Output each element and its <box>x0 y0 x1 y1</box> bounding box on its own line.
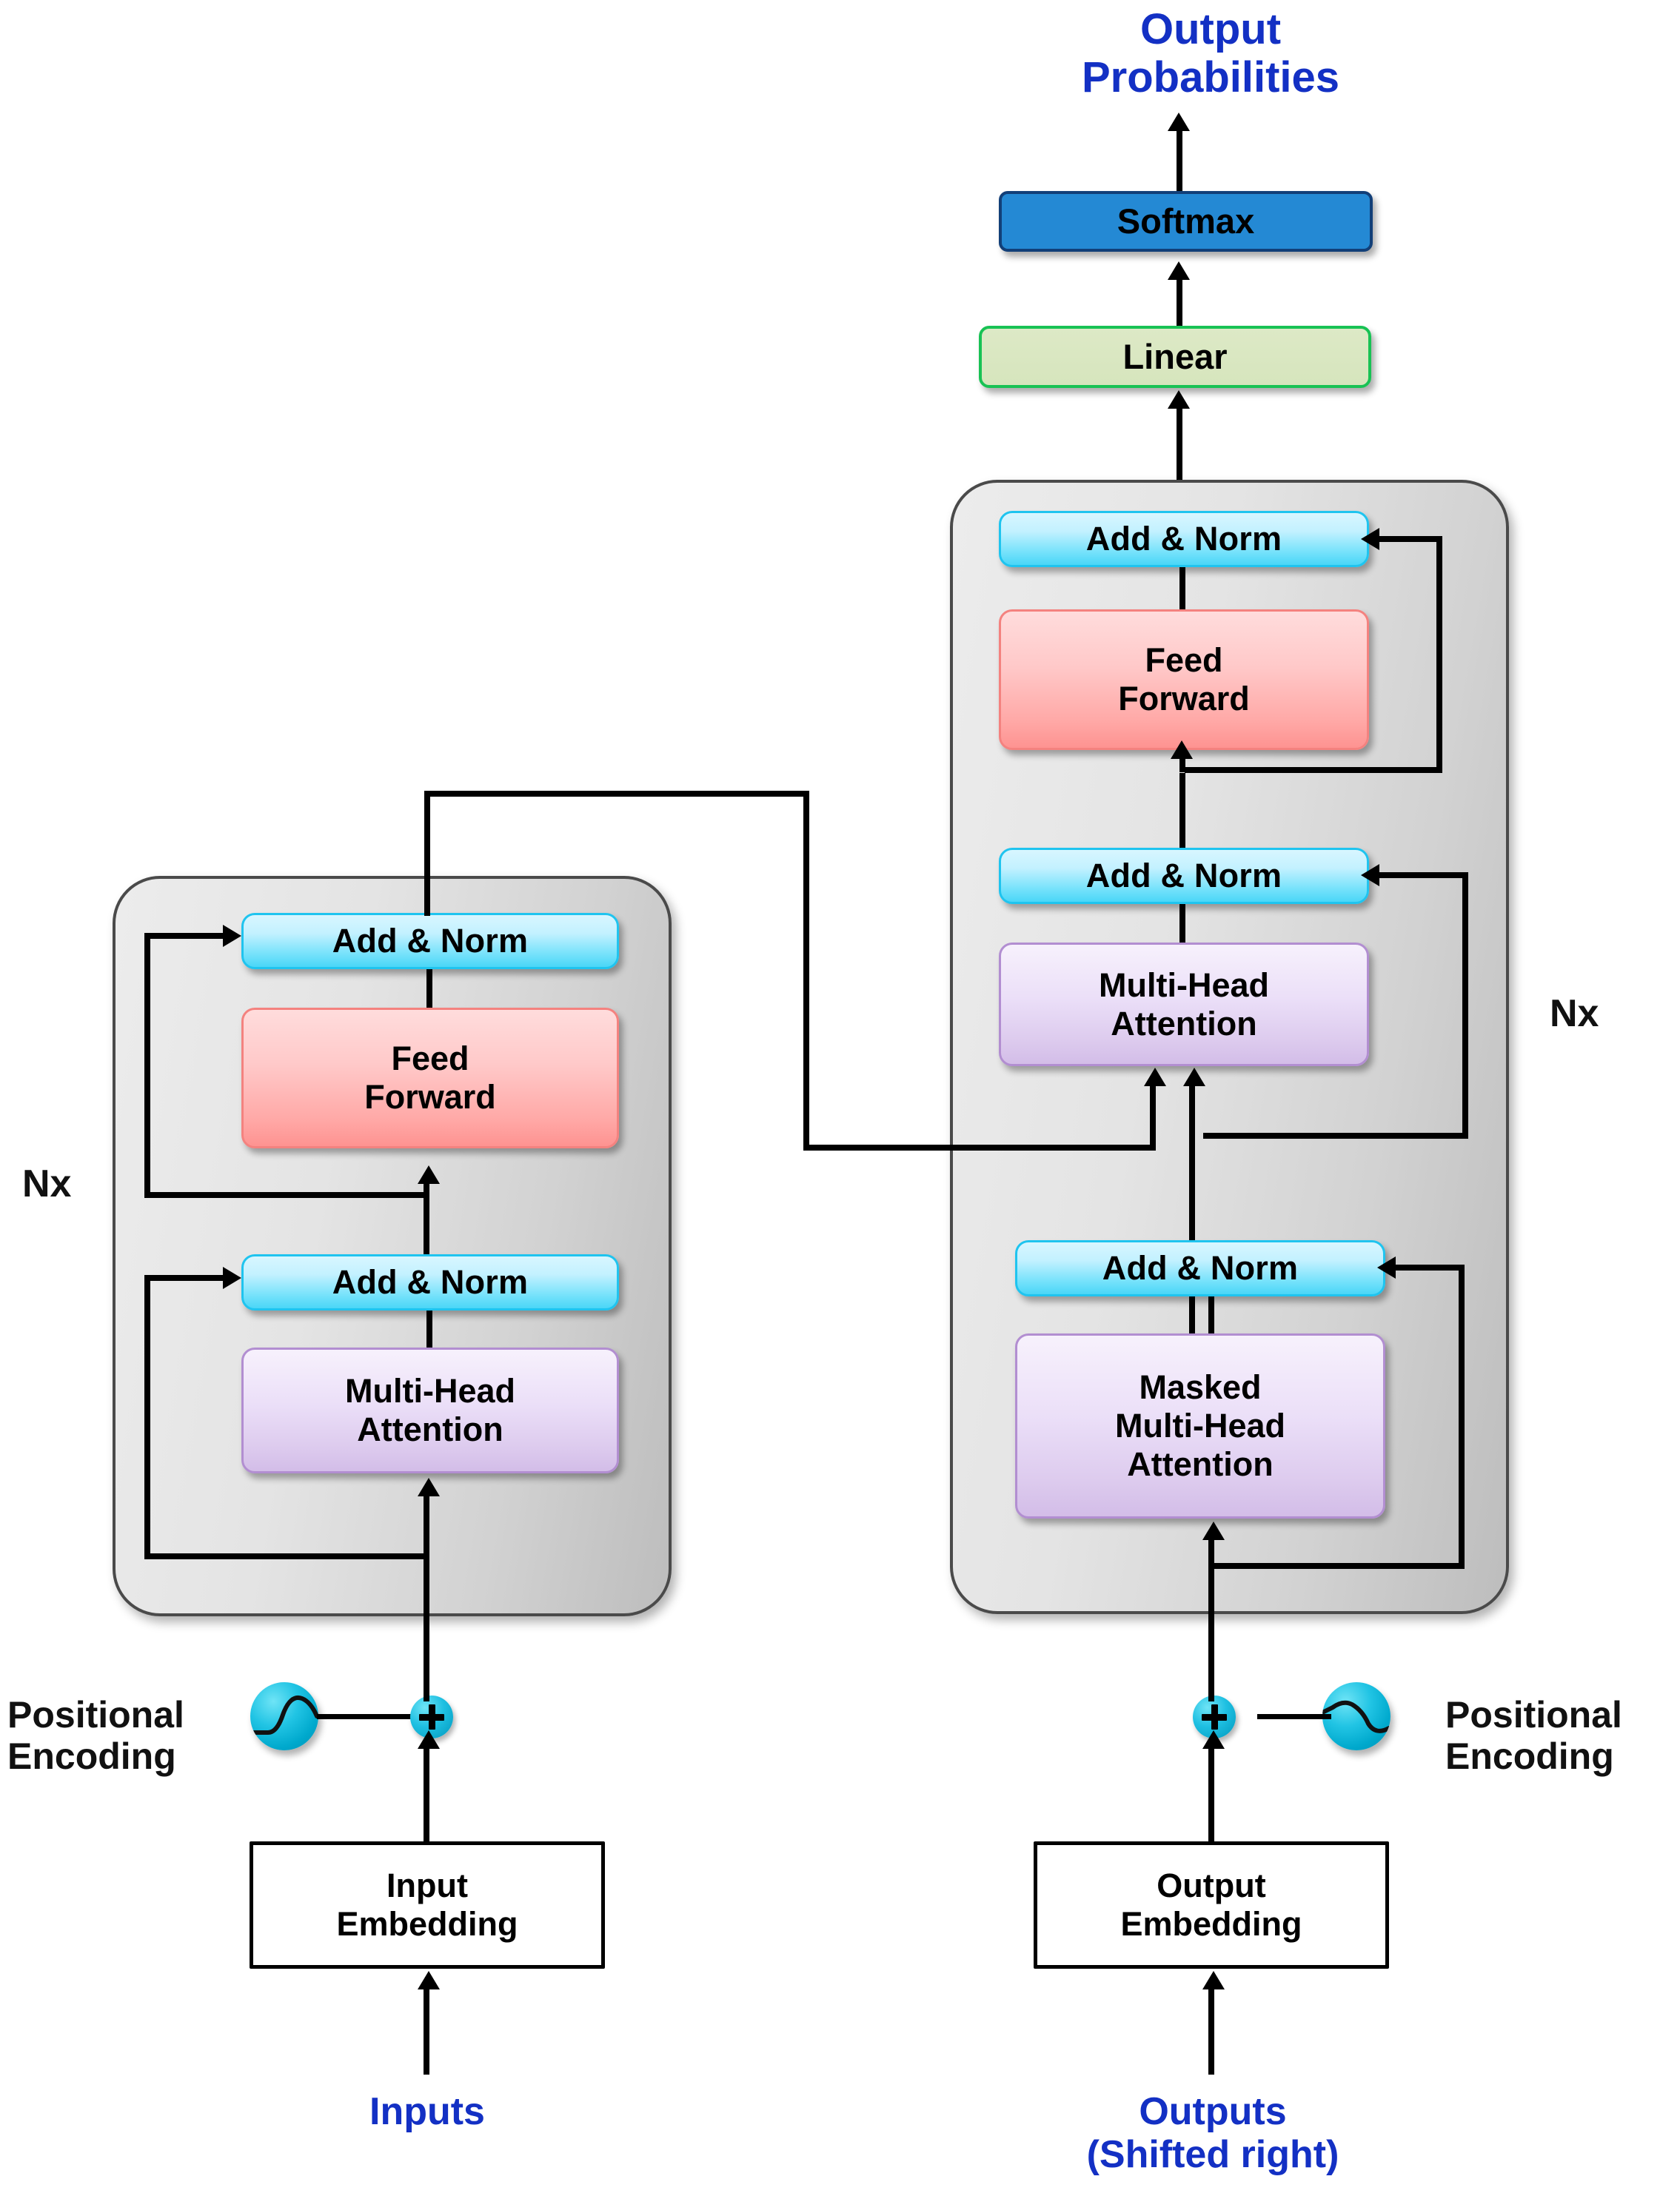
encoder-add-norm-1[interactable]: Add & Norm <box>241 1254 619 1311</box>
encoder-multi-head-attention[interactable]: Multi-Head Attention <box>241 1348 619 1473</box>
encoder-residual-2-horizontal-bottom <box>144 1192 426 1198</box>
encoder-residual-2-vertical <box>144 936 150 1197</box>
encoder-output-to-cross-attention <box>803 1145 1156 1151</box>
decoder-multi-head-attention[interactable]: Multi-Head Attention <box>999 943 1369 1066</box>
connector-input-embedding-to-adder <box>424 1745 429 1841</box>
outputs-label: Outputs (Shifted right) <box>1086 2090 1339 2177</box>
encoder-residual-2-horizontal-top <box>144 933 226 939</box>
connector-masked-mha-to-addnorm1 <box>1208 1296 1214 1333</box>
connector-linear-to-softmax <box>1177 276 1182 332</box>
decoder-residual-3-horizontal-top <box>1379 536 1442 542</box>
encoder-output-drop <box>803 791 809 1150</box>
encoder-output-riser <box>424 794 430 916</box>
arrowhead-up-linear <box>1168 390 1190 409</box>
inputs-label: Inputs <box>369 2090 485 2133</box>
encoder-feed-forward[interactable]: Feed Forward <box>241 1008 619 1148</box>
arrowhead-up-output <box>1168 113 1190 131</box>
arrowhead-right-encoder-addnorm-2 <box>223 925 241 947</box>
output-embedding-block[interactable]: Output Embedding <box>1034 1841 1389 1969</box>
decoder-residual-2-horizontal-top <box>1379 872 1468 878</box>
decoder-residual-2-horizontal-bottom <box>1203 1133 1468 1139</box>
connector-decoder-to-linear <box>1177 404 1182 481</box>
connector-embedding-to-encoder-mha <box>424 1493 429 1707</box>
encoder-stack-container <box>113 876 672 1616</box>
decoder-add-norm-3[interactable]: Add & Norm <box>999 511 1369 567</box>
cross-attn-encoder-input-vertical <box>1150 1082 1156 1149</box>
encoder-output-top-horizontal <box>424 791 809 797</box>
decoder-feed-forward[interactable]: Feed Forward <box>999 609 1369 750</box>
encoder-add-norm-2[interactable]: Add & Norm <box>241 913 619 969</box>
arrowhead-left-decoder-addnorm-3 <box>1361 528 1379 550</box>
connector-encoder-pe-to-adder <box>317 1714 415 1719</box>
arrowhead-up-decoder-ff <box>1171 740 1193 759</box>
encoder-positional-encoding-label: Positional Encoding <box>7 1694 184 1777</box>
decoder-positional-encoding-label: Positional Encoding <box>1445 1694 1622 1777</box>
output-probabilities-label: Output Probabilities <box>1081 5 1340 101</box>
arrowhead-up-masked-mha <box>1202 1522 1225 1540</box>
connector-embedding-to-masked-mha <box>1208 1537 1214 1719</box>
sine-wave-sphere-icon-decoder <box>1322 1682 1390 1750</box>
connector-decoder-adder-up <box>1208 1636 1214 1701</box>
arrowhead-left-decoder-addnorm-1 <box>1377 1256 1396 1279</box>
decoder-add-norm-1[interactable]: Add & Norm <box>1015 1240 1385 1296</box>
connector-decoder-mha-to-addnorm2 <box>1179 904 1185 943</box>
connector-decoder-pe-to-adder <box>1257 1714 1331 1719</box>
encoder-residual-1-horizontal-bottom <box>144 1553 426 1559</box>
connector-decoder-addnorm2-to-ff <box>1179 773 1185 854</box>
encoder-residual-1-horizontal-top <box>144 1275 226 1281</box>
arrowhead-left-decoder-addnorm-2 <box>1361 864 1379 886</box>
arrowhead-right-encoder-addnorm-1 <box>223 1267 241 1289</box>
connector-encoder-mha-to-addnorm1 <box>426 1311 432 1348</box>
linear-block[interactable]: Linear <box>979 326 1371 388</box>
encoder-plus-circle-icon <box>410 1696 453 1738</box>
encoder-residual-1-vertical <box>144 1278 150 1559</box>
connector-encoder-addnorm1-to-ff <box>424 1180 429 1262</box>
connector-encoder-adder-up <box>424 1635 429 1701</box>
connector-encoder-ff-to-addnorm2 <box>426 969 432 1008</box>
decoder-residual-3-horizontal-bottom <box>1185 767 1442 773</box>
encoder-repeat-label: Nx <box>22 1162 72 1205</box>
decoder-residual-1-horizontal-bottom <box>1214 1563 1465 1569</box>
decoder-repeat-label: Nx <box>1550 992 1599 1035</box>
decoder-add-norm-2[interactable]: Add & Norm <box>999 848 1369 904</box>
decoder-residual-3-vertical <box>1436 539 1442 772</box>
decoder-residual-1-horizontal-top <box>1395 1265 1465 1271</box>
connector-inputs-to-embedding <box>424 1986 429 2075</box>
connector-outputs-to-embedding <box>1208 1986 1214 2075</box>
decoder-residual-2-vertical <box>1462 875 1468 1138</box>
softmax-block[interactable]: Softmax <box>999 191 1373 252</box>
connector-decoder-ff-to-addnorm3 <box>1179 567 1185 609</box>
connector-into-decoder-ff <box>1179 750 1185 772</box>
sine-wave-sphere-icon <box>250 1682 318 1750</box>
connector-output-embedding-to-adder <box>1208 1745 1214 1841</box>
arrowhead-up-softmax <box>1168 261 1190 280</box>
input-embedding-block[interactable]: Input Embedding <box>250 1841 605 1969</box>
decoder-residual-1-vertical <box>1459 1268 1465 1568</box>
decoder-masked-multi-head-attention[interactable]: Masked Multi-Head Attention <box>1015 1333 1385 1519</box>
connector-softmax-to-output <box>1177 127 1182 198</box>
